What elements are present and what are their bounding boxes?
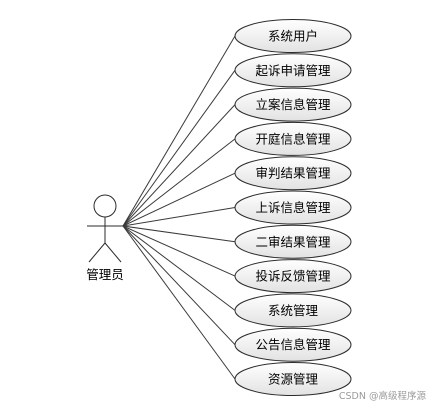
association-line xyxy=(122,225,236,346)
use-case-label: 投诉反馈管理 xyxy=(255,269,331,284)
use-case-list: 系统用户起诉申请管理立案信息管理开庭信息管理审判结果管理上诉信息管理二审结果管理… xyxy=(234,19,352,396)
use-case-ellipse xyxy=(234,327,352,362)
actor-left-leg xyxy=(88,242,106,263)
use-case-ellipse xyxy=(234,293,352,328)
actor-label: 管理员 xyxy=(86,267,124,282)
use-case[interactable]: 开庭信息管理 xyxy=(234,121,352,156)
actor-head xyxy=(93,194,117,218)
use-case-label: 立案信息管理 xyxy=(255,97,331,112)
use-case-ellipse xyxy=(234,53,352,88)
use-case-label: 起诉申请管理 xyxy=(255,63,331,78)
use-case[interactable]: 投诉反馈管理 xyxy=(234,259,352,294)
use-case[interactable]: 系统管理 xyxy=(234,293,352,328)
association-lines xyxy=(122,35,236,380)
use-case[interactable]: 二审结果管理 xyxy=(234,224,352,259)
use-case-ellipse xyxy=(234,190,352,225)
use-case[interactable]: 起诉申请管理 xyxy=(234,53,352,88)
actor-right-leg xyxy=(104,242,122,263)
use-case-ellipse xyxy=(234,259,352,294)
use-case-ellipse xyxy=(234,19,352,53)
use-case-label: 二审结果管理 xyxy=(255,234,331,249)
use-case[interactable]: 公告信息管理 xyxy=(234,327,352,362)
use-case[interactable]: 审判结果管理 xyxy=(234,156,352,191)
use-case-ellipse xyxy=(234,87,352,122)
use-case-ellipse xyxy=(234,121,352,156)
watermark: CSDN @高级程序源 xyxy=(339,390,427,402)
association-line xyxy=(122,225,236,311)
use-case-label: 公告信息管理 xyxy=(255,337,331,352)
association-line xyxy=(122,104,236,227)
association-line xyxy=(122,70,236,227)
use-case[interactable]: 资源管理 xyxy=(234,362,352,396)
use-case-label: 审判结果管理 xyxy=(255,166,331,181)
use-case-ellipse xyxy=(234,156,352,191)
association-line xyxy=(122,225,236,243)
use-case-ellipse xyxy=(234,224,352,259)
use-case[interactable]: 系统用户 xyxy=(234,19,352,53)
use-case-ellipse xyxy=(234,362,352,396)
use-case-label: 开庭信息管理 xyxy=(255,131,331,146)
association-line xyxy=(122,225,236,277)
association-line xyxy=(122,138,236,227)
use-case-label: 系统管理 xyxy=(268,303,319,318)
use-case-label: 上诉信息管理 xyxy=(255,200,331,215)
actor-administrator[interactable]: 管理员 xyxy=(86,194,124,282)
association-line xyxy=(122,172,236,227)
association-line xyxy=(122,225,236,380)
association-line xyxy=(122,35,236,227)
use-case-label: 资源管理 xyxy=(268,372,319,387)
use-case-label: 系统用户 xyxy=(268,29,318,44)
association-line xyxy=(122,207,236,227)
use-case[interactable]: 上诉信息管理 xyxy=(234,190,352,225)
use-case[interactable]: 立案信息管理 xyxy=(234,87,352,122)
